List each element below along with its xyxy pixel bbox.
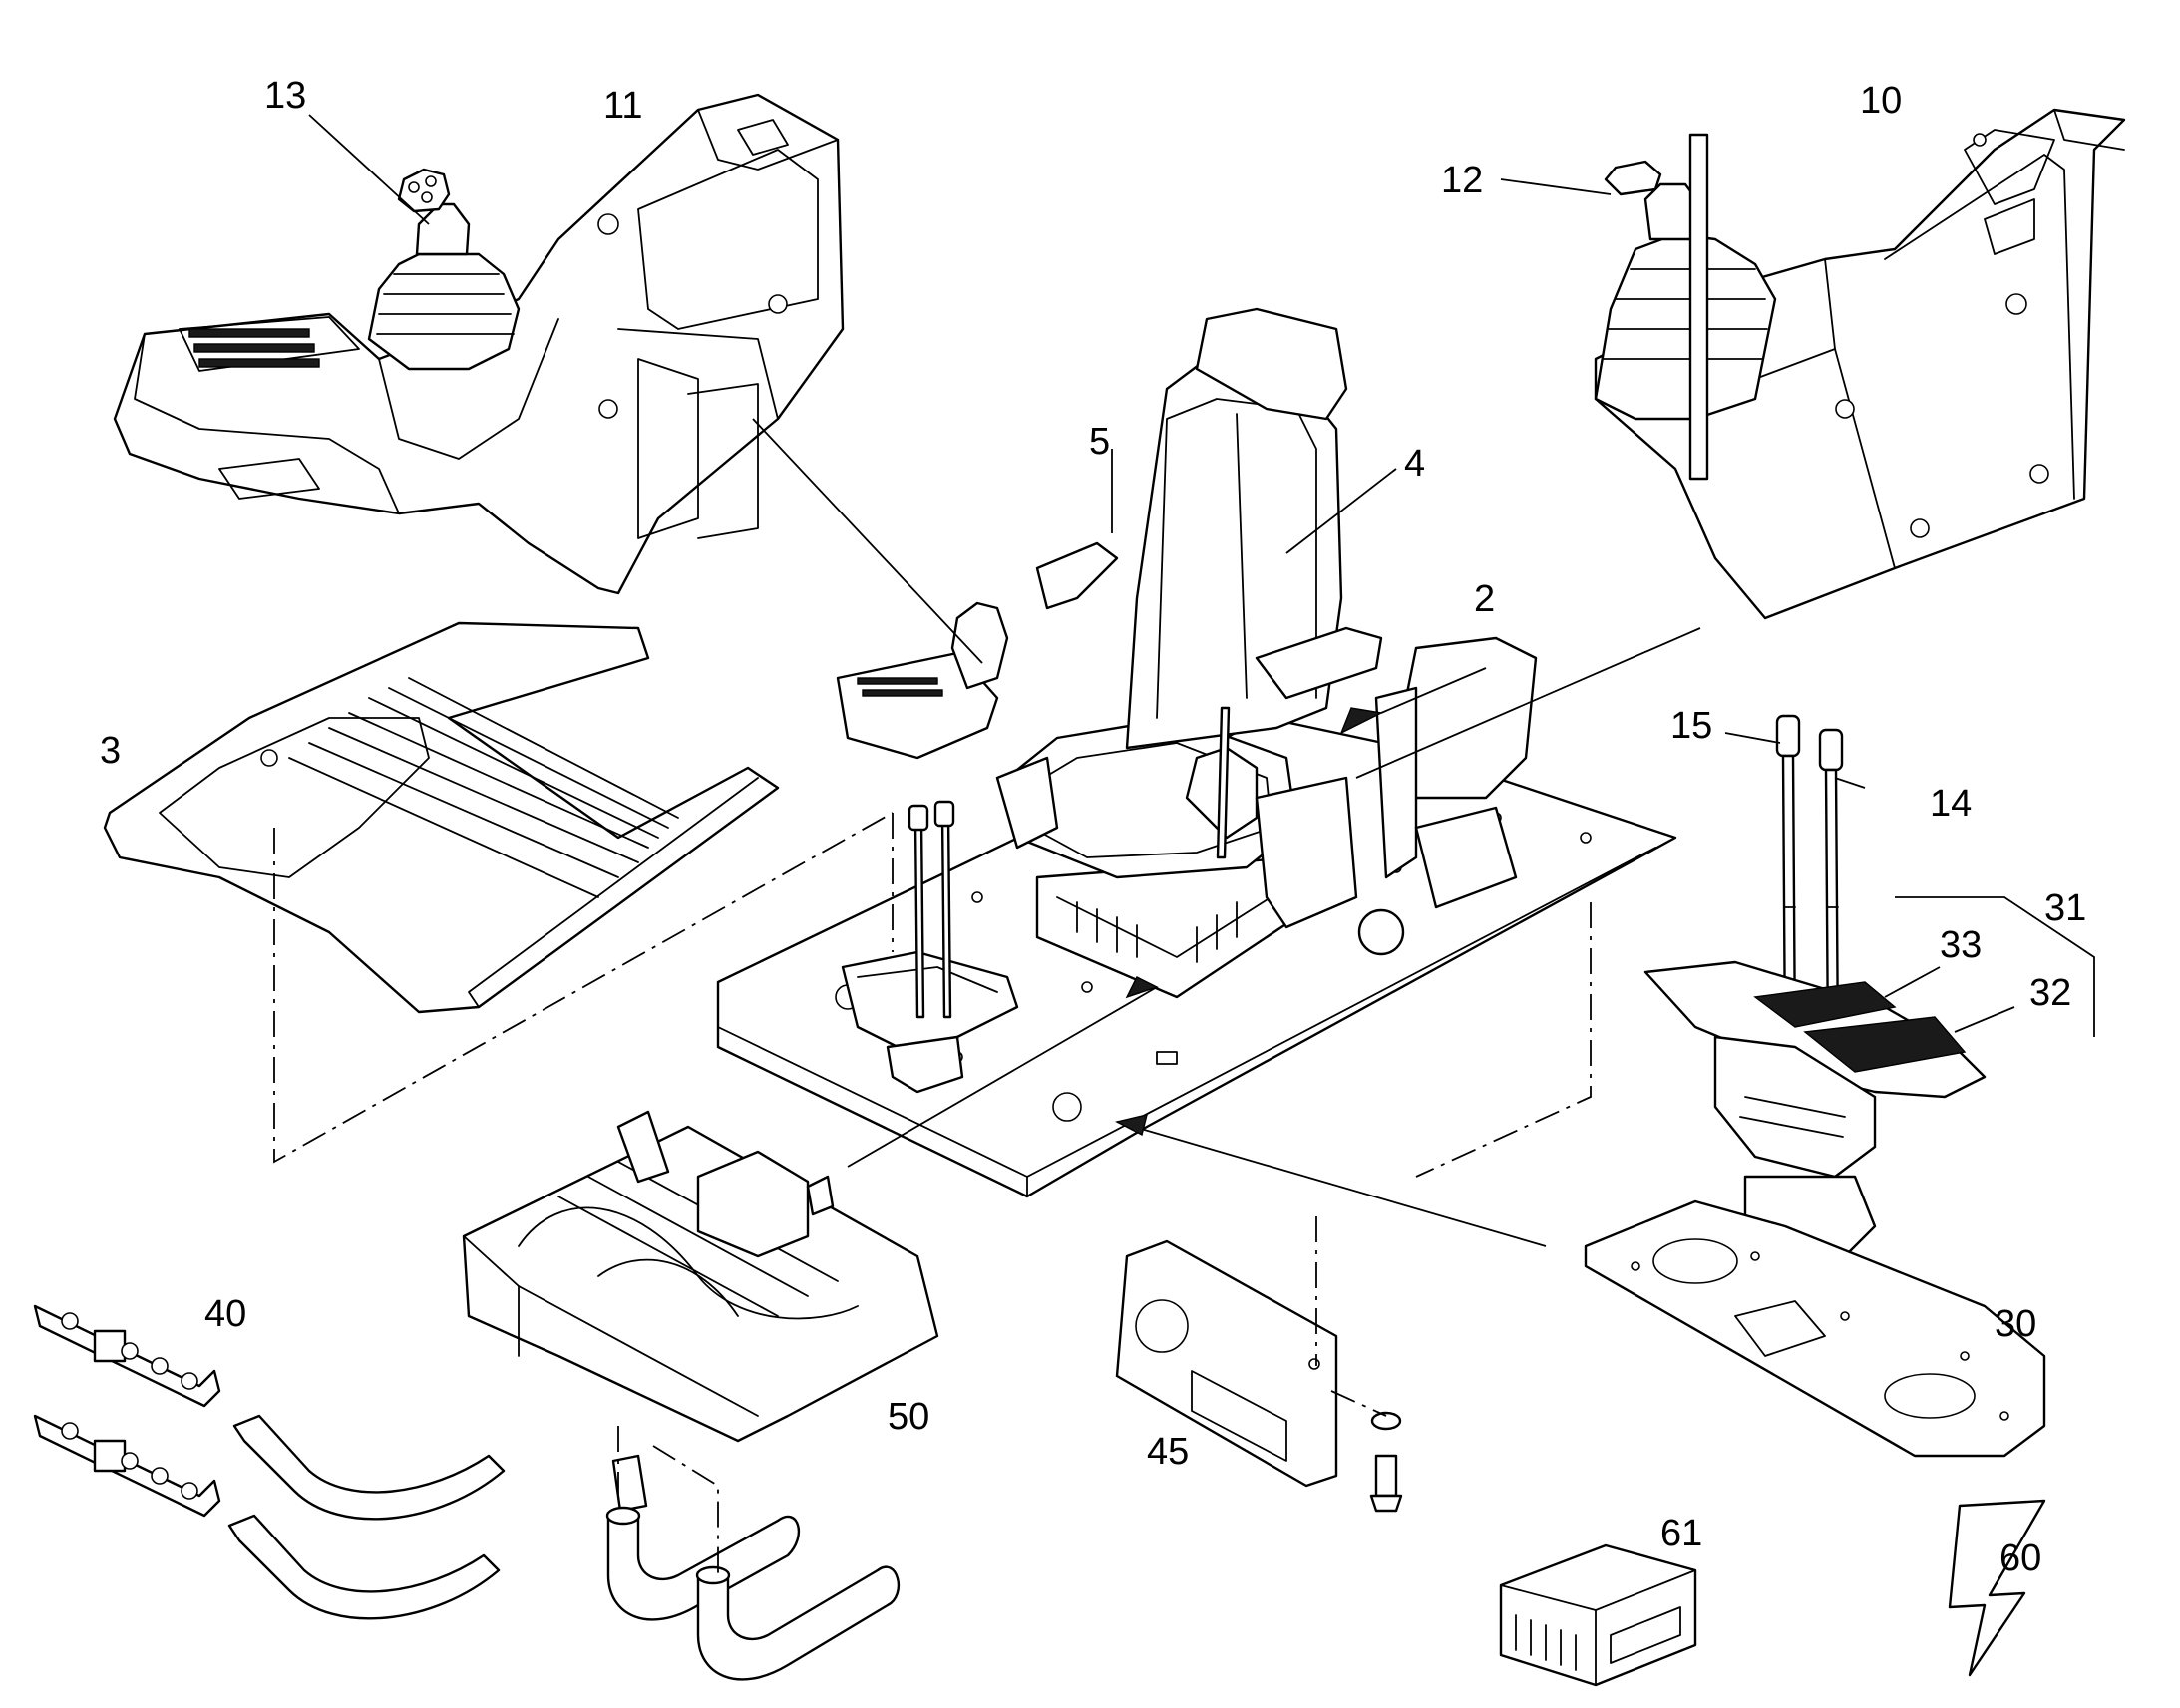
leader-arrowheads <box>1114 707 1384 1137</box>
callout-40: 40 <box>204 1293 246 1335</box>
electrical-lightning-icon <box>1948 1499 2046 1677</box>
callout-4: 4 <box>1404 443 1425 485</box>
right-joystick <box>1594 133 1777 481</box>
mounting-bracket <box>1115 1239 1338 1488</box>
callout-5: 5 <box>1089 421 1110 463</box>
travel-pedal-assembly <box>1643 960 1987 1268</box>
seat-mounted-controls <box>836 601 1358 929</box>
callout-10: 10 <box>1860 80 1902 122</box>
callout-30: 30 <box>1995 1303 2036 1345</box>
callout-15: 15 <box>1670 705 1712 747</box>
hydraulic-hoses <box>227 1414 506 1620</box>
pedal-assembly <box>841 800 1019 1094</box>
hose-elbows <box>605 1506 901 1681</box>
leader-lines <box>308 114 2095 1247</box>
floor-mat <box>103 621 780 1014</box>
callout-60: 60 <box>1999 1537 2041 1579</box>
callout-11: 11 <box>603 85 642 127</box>
manifold-blocks <box>33 1304 221 1518</box>
keypad-buttons <box>188 328 320 368</box>
left-joystick <box>367 168 521 371</box>
callout-12: 12 <box>1441 160 1483 201</box>
callout-13: 13 <box>264 75 306 117</box>
alignment-lines <box>273 812 1592 1575</box>
callout-31: 31 <box>2044 887 2086 929</box>
mounting-plate <box>1584 1199 2046 1458</box>
callout-14: 14 <box>1930 783 1972 825</box>
callout-45: 45 <box>1147 1431 1189 1473</box>
control-unit <box>1499 1543 1697 1687</box>
callout-2: 2 <box>1474 578 1495 620</box>
bolt-and-washer <box>1369 1411 1403 1513</box>
callout-61: 61 <box>1660 1513 1702 1554</box>
callout-50: 50 <box>888 1396 929 1438</box>
valve-block <box>462 1110 939 1513</box>
callout-32: 32 <box>2029 972 2071 1014</box>
travel-pedal-levers <box>1775 714 1844 1049</box>
callout-33: 33 <box>1940 924 1982 966</box>
callout-labels: 13 11 10 12 5 4 2 3 15 14 31 33 32 40 50… <box>100 75 2086 1579</box>
callout-3: 3 <box>100 730 121 772</box>
